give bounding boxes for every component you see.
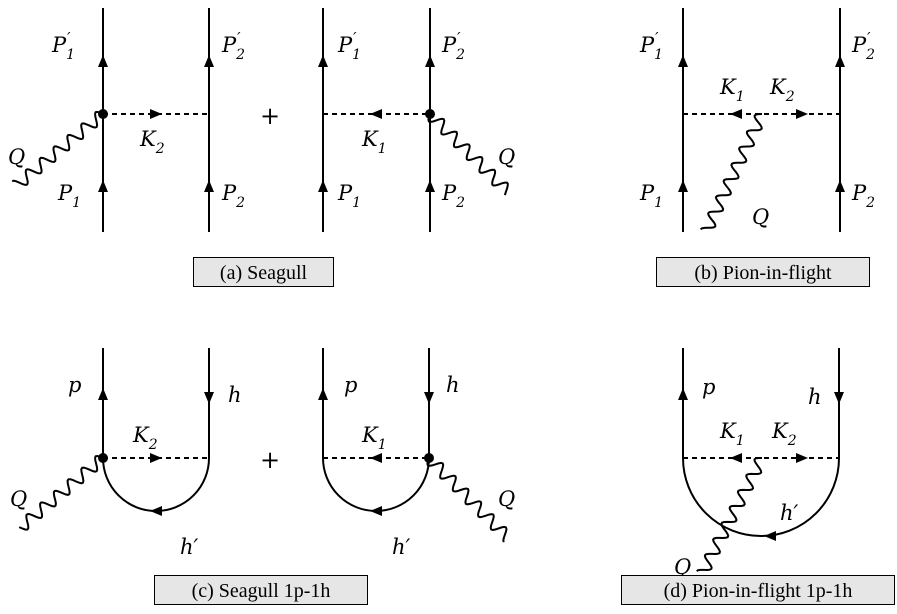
arrow-up-icon — [318, 180, 328, 192]
arrow-up-icon — [835, 180, 845, 192]
arrow-left-icon — [730, 453, 742, 463]
arrow-up-icon — [318, 388, 328, 400]
arrow-up-icon — [318, 55, 328, 67]
arrow-left-icon — [730, 109, 742, 119]
arrow-up-icon — [425, 55, 435, 67]
arrow-right-icon — [796, 109, 808, 119]
label-K2: K2 — [132, 423, 158, 453]
label-p: p — [68, 373, 81, 397]
arrow-right-icon — [796, 453, 808, 463]
arrow-right-icon — [150, 109, 162, 119]
arrow-down-icon — [204, 392, 214, 404]
photon-line — [11, 110, 104, 186]
panel-b-pion-in-flight: P1′ P2′ P1 P2 K1 K2 Q — [639, 8, 875, 232]
label-Q: Q — [674, 555, 691, 579]
photon-line — [427, 113, 509, 196]
arrow-up-icon — [678, 55, 688, 67]
label-K1: K1 — [361, 127, 387, 157]
label-P2: P2 — [221, 181, 245, 211]
panel-c-seagull-1p-1h: p h K2 h′ Q + p h K1 h′ Q — [10, 348, 515, 559]
label-hprime: h′ — [780, 501, 799, 525]
panel-a-seagull: P1′ P2′ P1 P2 K2 Q + P1′ P2′ P1 P2 K1 Q — [8, 8, 515, 232]
label-Q: Q — [498, 487, 515, 511]
label-hprime: h′ — [180, 535, 199, 559]
caption-pion-in-flight: (b) Pion-in-flight — [656, 257, 870, 287]
arrow-up-icon — [98, 388, 108, 400]
label-P1: P1 — [639, 181, 663, 211]
label-K2: K2 — [769, 75, 795, 105]
arrow-up-icon — [835, 55, 845, 67]
arrow-down-icon — [834, 392, 844, 404]
label-P1: P1 — [337, 181, 361, 211]
label-K2: K2 — [139, 127, 165, 157]
arrow-left-icon — [370, 109, 382, 119]
label-P2-prime: P2′ — [441, 29, 465, 63]
photon-line — [18, 454, 104, 531]
photon-line — [426, 457, 508, 543]
caption-seagull: (a) Seagull — [193, 257, 334, 287]
arrow-up-icon — [204, 55, 214, 67]
label-P2-prime: P2′ — [221, 29, 245, 63]
caption-seagull-1p-1h: (c) Seagull 1p-1h — [154, 575, 368, 605]
arrow-up-icon — [98, 55, 108, 67]
label-P1-prime: P1′ — [337, 29, 361, 63]
plus-sign: + — [260, 102, 280, 130]
label-P2: P2 — [851, 181, 875, 211]
label-Q: Q — [498, 145, 515, 169]
arrow-left-icon — [150, 506, 162, 516]
arrow-down-icon — [424, 392, 434, 404]
label-P2-prime: P2′ — [851, 29, 875, 63]
arrow-right-icon — [150, 453, 162, 463]
label-P1-prime: P1′ — [51, 29, 75, 63]
label-P1-prime: P1′ — [639, 29, 663, 63]
label-K1: K1 — [719, 419, 745, 449]
arrow-up-icon — [425, 180, 435, 192]
arrow-up-icon — [204, 180, 214, 192]
label-P2: P2 — [441, 181, 465, 211]
arrow-up-icon — [678, 388, 688, 400]
arrow-left-icon — [370, 506, 382, 516]
caption-pion-in-flight-1p-1h: (d) Pion-in-flight 1p-1h — [621, 575, 895, 605]
label-p: p — [344, 373, 357, 397]
label-h: h — [808, 385, 822, 409]
photon-line — [699, 113, 763, 231]
panel-d-pion-in-flight-1p-1h: p h K1 K2 h′ Q — [674, 348, 844, 579]
label-P1: P1 — [57, 181, 81, 211]
label-p: p — [702, 375, 715, 399]
plus-sign: + — [260, 446, 280, 474]
label-K1: K1 — [361, 423, 387, 453]
label-hprime: h′ — [392, 535, 411, 559]
hole-loop — [102, 348, 210, 512]
label-Q: Q — [10, 487, 27, 511]
label-K2: K2 — [771, 419, 797, 449]
label-K1: K1 — [719, 75, 745, 105]
arrow-up-icon — [678, 180, 688, 192]
arrow-left-icon — [370, 453, 382, 463]
arrow-up-icon — [98, 180, 108, 192]
hole-loop — [682, 348, 840, 537]
label-Q: Q — [8, 145, 25, 169]
label-Q: Q — [752, 205, 769, 229]
arrow-left-icon — [764, 531, 776, 541]
label-h: h — [446, 373, 460, 397]
photon-line — [696, 457, 763, 572]
label-h: h — [228, 383, 242, 407]
